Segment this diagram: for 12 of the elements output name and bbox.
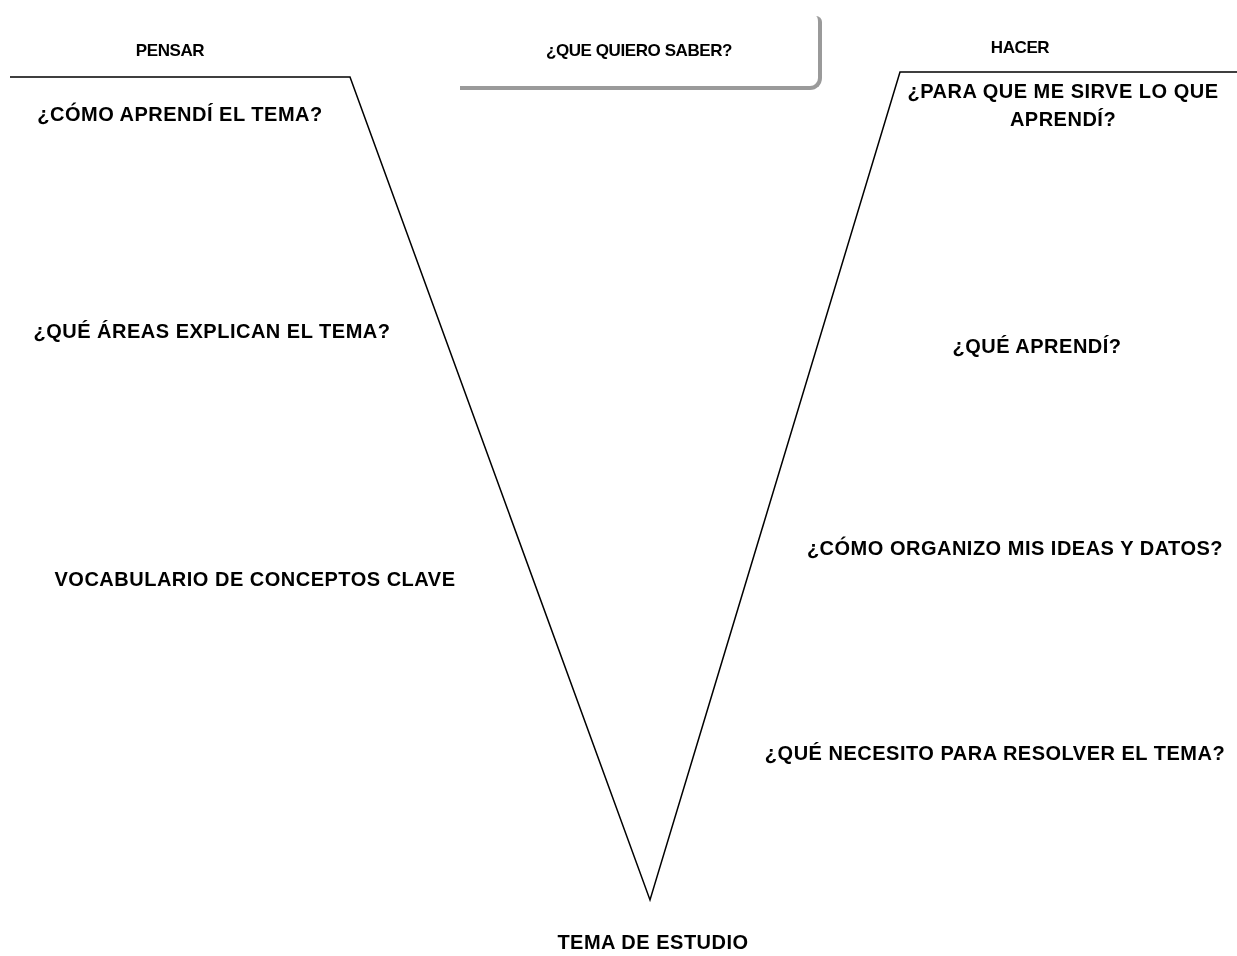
question-text: ¿QUÉ NECESITO PARA RESOLVER EL TEMA? [763,741,1227,766]
column-heading: HACER [989,37,1051,59]
question-text: ¿QUÉ ÁREAS EXPLICAN EL TEMA? [32,319,392,344]
question-text: ¿CÓMO APRENDÍ EL TEMA? [36,101,324,127]
box-text: ¿QUE QUIERO SABER? [546,40,732,63]
question-box [460,16,822,90]
question-text: ¿CÓMO ORGANIZO MIS IDEAS Y DATOS? [805,535,1225,561]
question-text: TEMA DE ESTUDIO [556,930,750,955]
question-text: ¿QUÉ APRENDÍ? [951,334,1123,359]
column-heading: PENSAR [134,40,206,62]
question-text: VOCABULARIO DE CONCEPTOS CLAVE [53,567,457,592]
question-text: ¿PARA QUE ME SIRVE LO QUE APRENDÍ? [906,79,1220,132]
